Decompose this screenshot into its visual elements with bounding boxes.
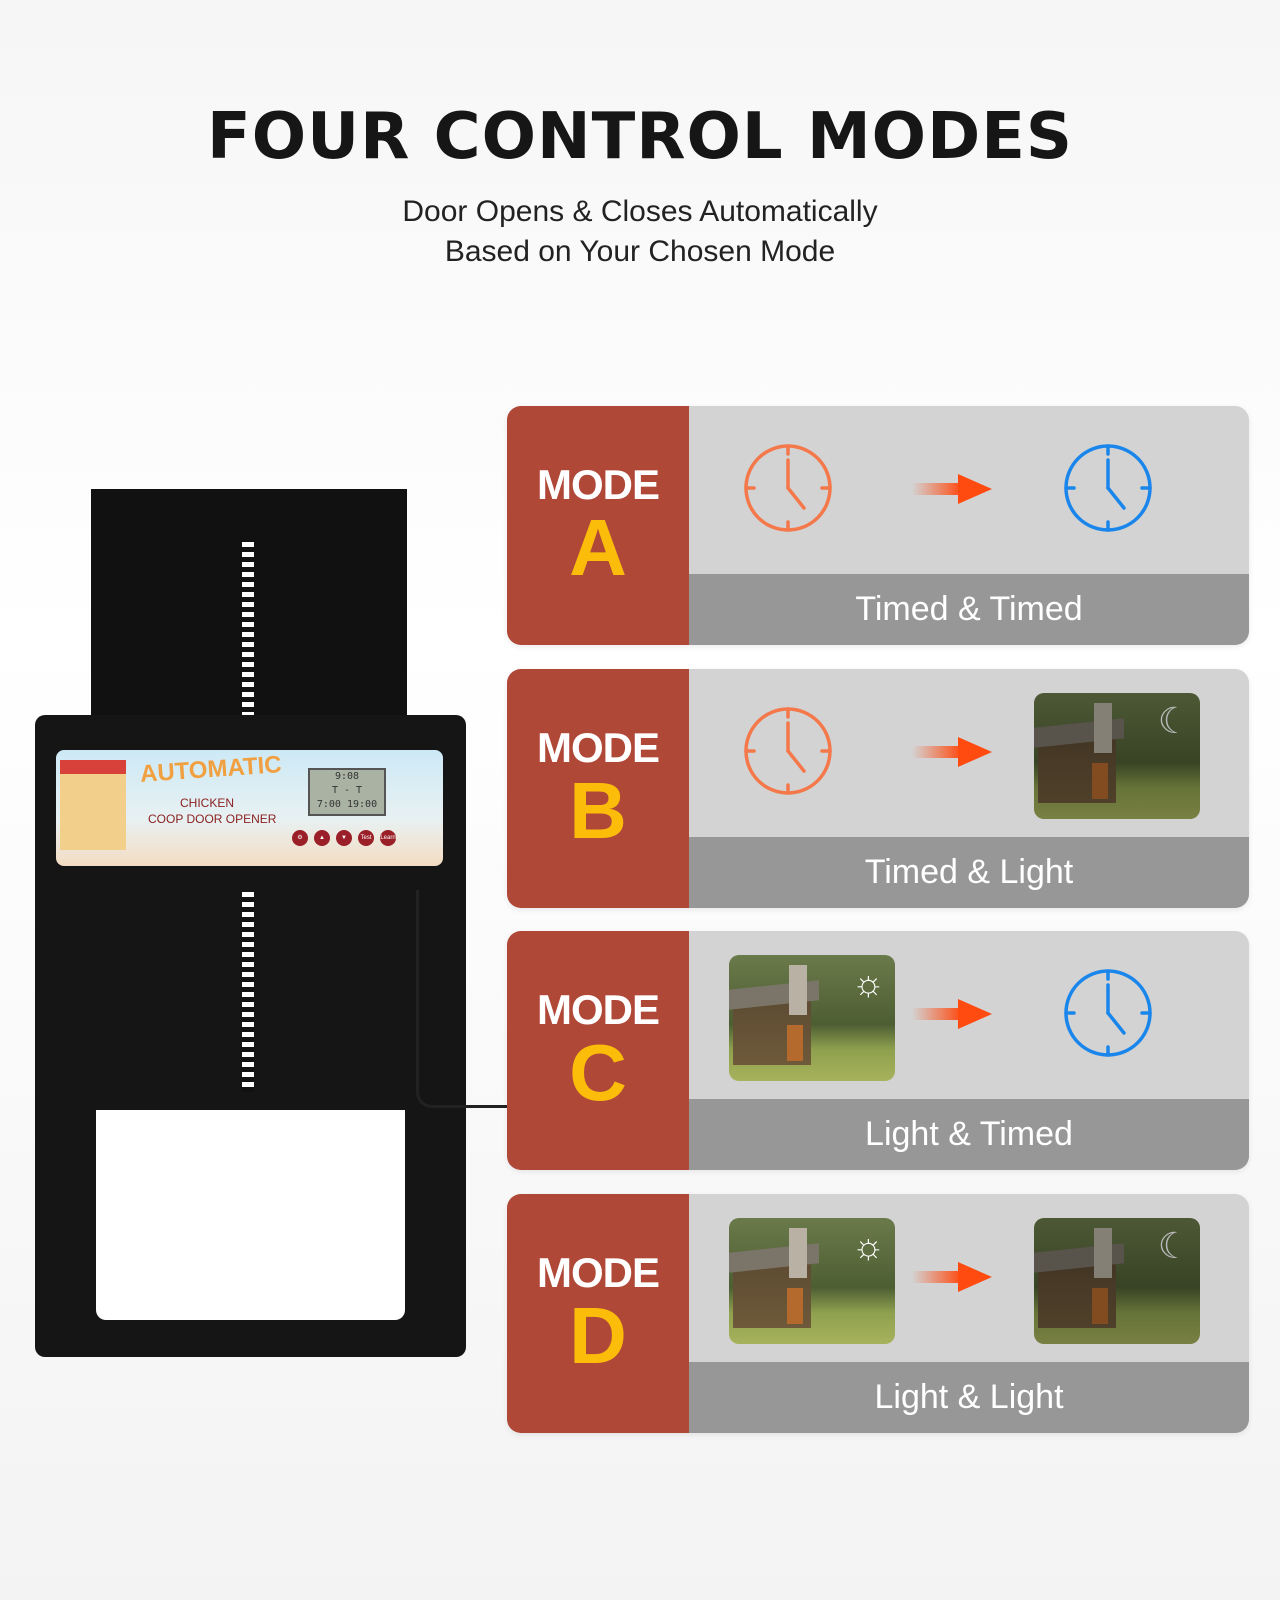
subtitle-line-1: Door Opens & Closes Automatically [402,195,878,228]
lcd-time: 9:08 [334,771,360,782]
left-clock-icon [744,444,832,532]
right-night-photo: ☾ [1034,1218,1200,1344]
right-night-photo: ☾ [1034,693,1200,819]
up-button[interactable]: ▲ [314,830,330,846]
left-daylight-photo: ☼ [729,955,895,1081]
lcd-mode: T - T [331,785,363,796]
mode-letter: A [569,503,627,592]
mode-label: Light & Light [689,1362,1249,1433]
sun-icon: ☼ [852,962,885,1003]
left-daylight-photo: ☼ [729,1218,895,1344]
mode-label: Timed & Timed [689,574,1249,645]
panel-buttons: ⚙ ▲ ▼ Test Learn [292,830,396,846]
arrow-right-icon [912,999,992,1029]
left-clock-icon [744,707,832,795]
settings-button[interactable]: ⚙ [292,830,308,846]
page-title: FOUR CONTROL MODES [206,100,1074,174]
sun-icon: ☼ [852,1225,885,1266]
arrow-right-icon [912,474,992,504]
gear-rack-top [242,542,254,717]
right-clock-icon [1064,969,1152,1057]
moon-icon: ☾ [1157,700,1190,741]
mode-letter: D [569,1291,627,1380]
product-line-1: CHICKEN [180,796,235,810]
control-panel: AUTOMATIC CHICKEN COOP DOOR OPENER 9:08 … [56,750,443,866]
test-button[interactable]: Test [358,830,374,846]
mode-word: MODE [537,986,660,1033]
door-opening [96,1110,405,1320]
mode-word: MODE [537,1249,660,1296]
subtitle-line-2: Based on Your Chosen Mode [444,235,836,268]
mode-label: Timed & Light [689,837,1249,908]
learn-button[interactable]: Learn [380,830,396,846]
lcd-close: 19:00 [347,799,378,810]
moon-icon: ☾ [1157,1225,1190,1266]
arrow-right-icon [912,1262,992,1292]
product-line-2: COOP DOOR OPENER [148,812,277,826]
arrow-right-icon [912,737,992,767]
down-button[interactable]: ▼ [336,830,352,846]
gear-rack-bottom [242,892,254,1092]
power-cable [416,890,508,1108]
lcd-open: 7:00 [316,799,341,810]
right-clock-icon [1064,444,1152,532]
mode-letter: C [569,1028,627,1117]
mode-label: Light & Timed [689,1099,1249,1170]
coop-illustration [60,760,126,850]
mode-word: MODE [537,461,660,508]
mode-letter: B [569,766,627,855]
lcd-display: 9:08 T - T 7:00 19:00 [308,768,386,816]
brand-word: AUTOMATIC [139,751,283,788]
mode-word: MODE [537,724,660,771]
